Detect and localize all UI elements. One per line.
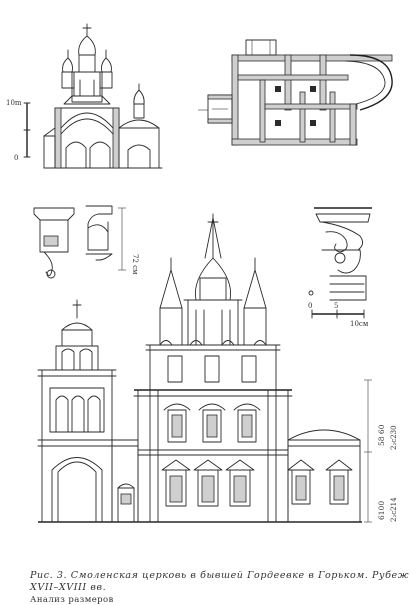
detail-scale-5: 5 <box>334 302 338 310</box>
gallery <box>111 439 139 523</box>
dimension-72cm: 72 см <box>131 254 139 275</box>
dimension-upper-line1: 58 60 <box>377 424 386 446</box>
dimension-annotations: 58 60 2₂c230 6100 2₂c214 <box>364 379 398 523</box>
bell-tower <box>37 299 117 523</box>
church-section-drawing: 10m 0 <box>6 23 163 169</box>
scale-label-10m: 10m <box>6 99 22 107</box>
figure-subcaption: Анализ размеров <box>30 595 114 605</box>
church-main-body <box>133 389 293 523</box>
detail-scale-10cm: 10см <box>350 320 369 328</box>
dimension-upper-line2: 2₂c230 <box>390 425 398 450</box>
scale-label-0: 0 <box>14 154 18 162</box>
figure-caption: Рис. 3. Смоленская церковь в бывшей Горд… <box>30 570 410 593</box>
detail-scale-0: 0 <box>308 302 312 310</box>
church-facade-elevation <box>37 213 362 523</box>
bracket-detail: 0 5 10см <box>308 207 372 328</box>
dimension-lower-line2: 2₂c214 <box>390 497 398 522</box>
dimension-lower-line1: 6100 <box>377 501 386 520</box>
central-dome <box>183 213 243 346</box>
floor-plan-drawing <box>198 39 393 146</box>
refectory <box>287 429 361 523</box>
cornice-details: 72 см <box>33 205 139 279</box>
side-cupolas <box>159 257 267 346</box>
octagon-tier <box>145 340 281 391</box>
